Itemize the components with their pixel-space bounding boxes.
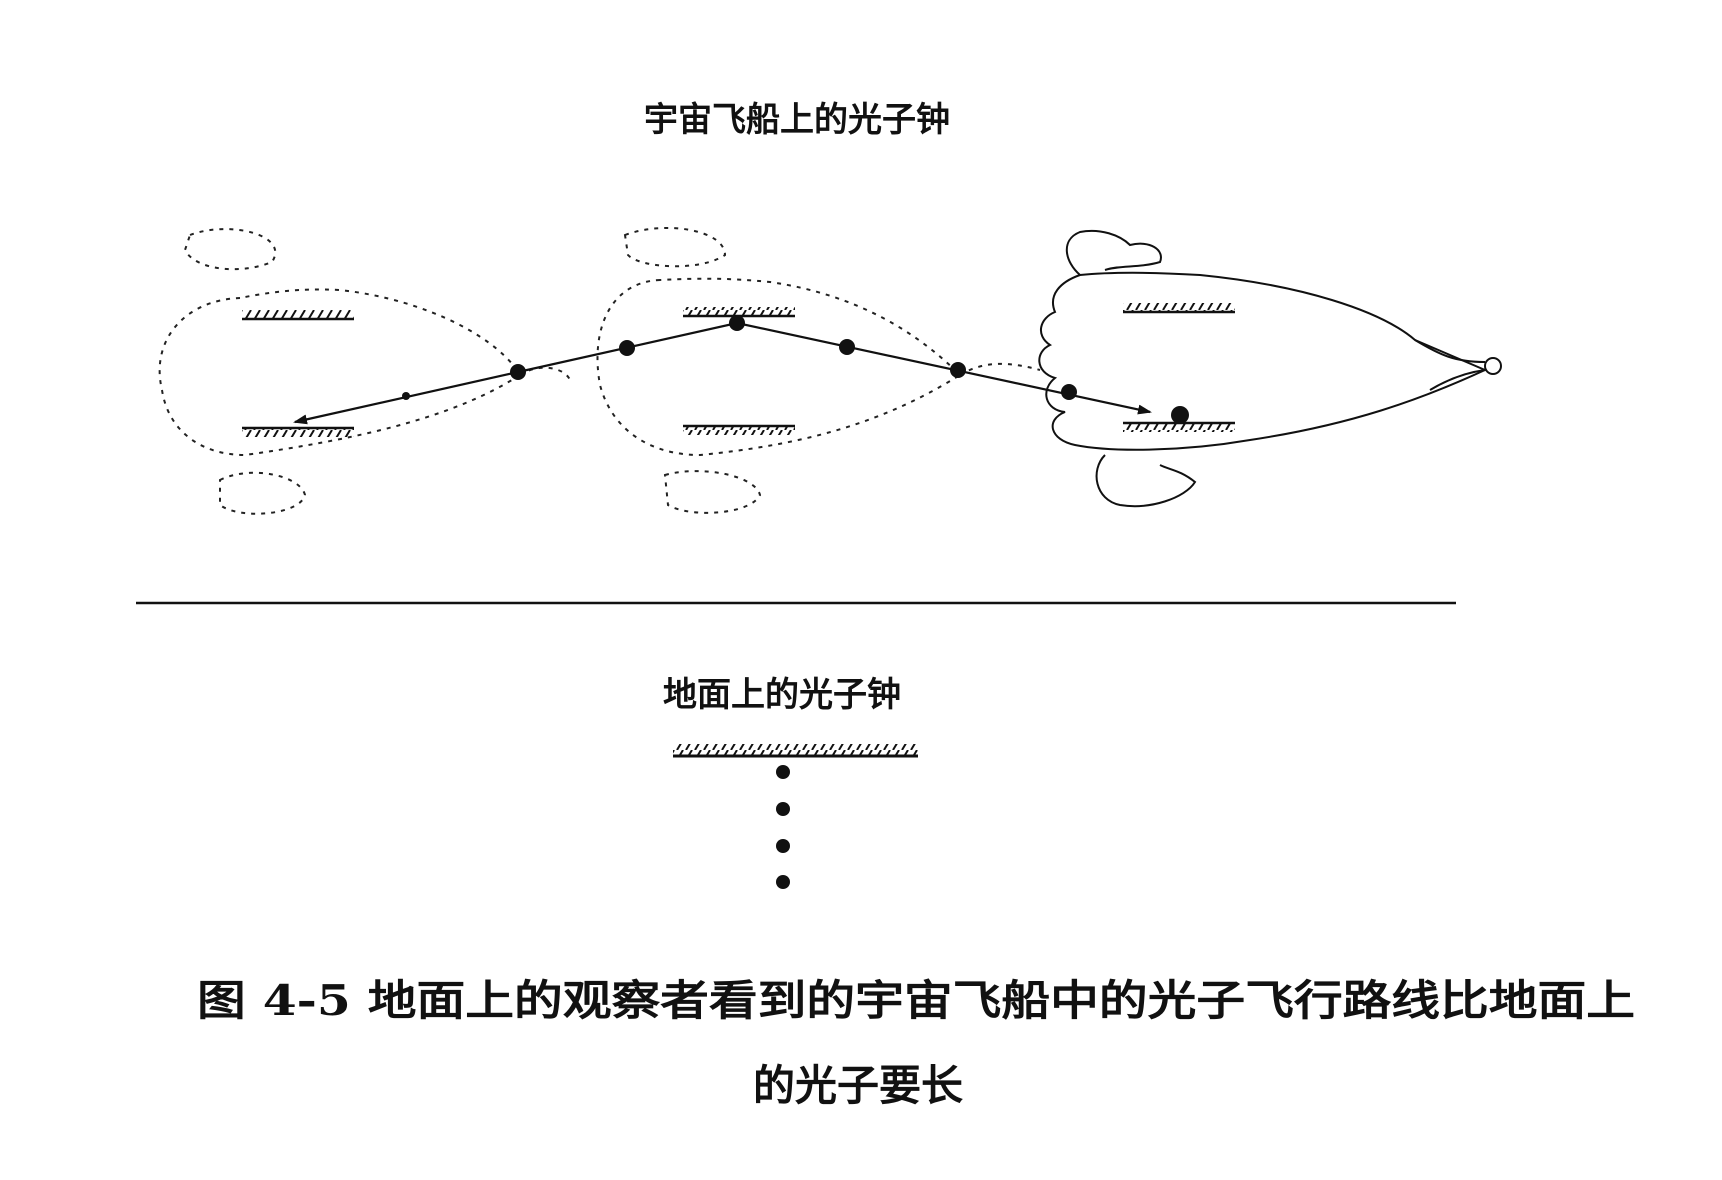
- photon-path: [293, 315, 1189, 425]
- ground-photon-dot: [776, 875, 790, 889]
- figure-caption-line-1: 图 4-5 地面上的观察者看到的宇宙飞船中的光子飞行路线比地面上: [197, 976, 1635, 1025]
- spaceship-ghost-2: [596, 226, 1041, 514]
- ghost-1-bottom-fin: [219, 471, 307, 515]
- spaceship-tail-lines: [1414, 339, 1486, 391]
- ground-photon-clock: [673, 744, 918, 889]
- mirror-ship2-top: [683, 307, 795, 316]
- photon-dot: [510, 364, 526, 380]
- spaceship-body: [1038, 271, 1488, 451]
- spaceship-current: [1038, 229, 1502, 508]
- ground-photon-dot: [776, 839, 790, 853]
- spaceship-clock-title: 宇宙飞船上的光子钟: [644, 100, 950, 140]
- ship-mirrors: [242, 303, 1235, 437]
- photon-dot: [839, 339, 855, 355]
- spaceship-bottom-fin: [1095, 454, 1197, 508]
- mirror-ship1-bottom: [242, 428, 354, 437]
- mirror-ship2-bottom: [683, 426, 795, 435]
- photon-dot: [1171, 406, 1189, 424]
- ghost-1-nose: [519, 366, 571, 381]
- ground-photon-dot: [776, 802, 790, 816]
- ground-photon-dot: [776, 765, 790, 779]
- ground-clock-title: 地面上的光子钟: [663, 675, 901, 715]
- ground-mirror: [673, 744, 918, 756]
- photon-dot: [729, 315, 745, 331]
- ghost-1-top-fin: [183, 228, 276, 271]
- photon-dot: [402, 392, 410, 400]
- photon-dot: [1061, 384, 1077, 400]
- ghost-2-bottom-fin: [663, 470, 762, 514]
- photon-path-line-right: [517, 321, 1152, 415]
- mirror-ship3-top: [1123, 303, 1235, 312]
- spaceship-top-fin: [1065, 229, 1162, 276]
- spaceship-ghost-1: [158, 228, 571, 515]
- mirror-ship3-bottom: [1123, 423, 1235, 432]
- ghost-1-body: [158, 288, 522, 457]
- ghost-2-nose: [959, 362, 1041, 376]
- mirror-ship1-top: [242, 310, 354, 319]
- photon-dot: [619, 340, 635, 356]
- photon-dot: [950, 362, 966, 378]
- ghost-2-body: [596, 277, 962, 457]
- spaceship-antenna: [1484, 357, 1502, 375]
- ghost-2-top-fin: [623, 226, 727, 268]
- figure-caption-line-2: 的光子要长: [753, 1061, 963, 1110]
